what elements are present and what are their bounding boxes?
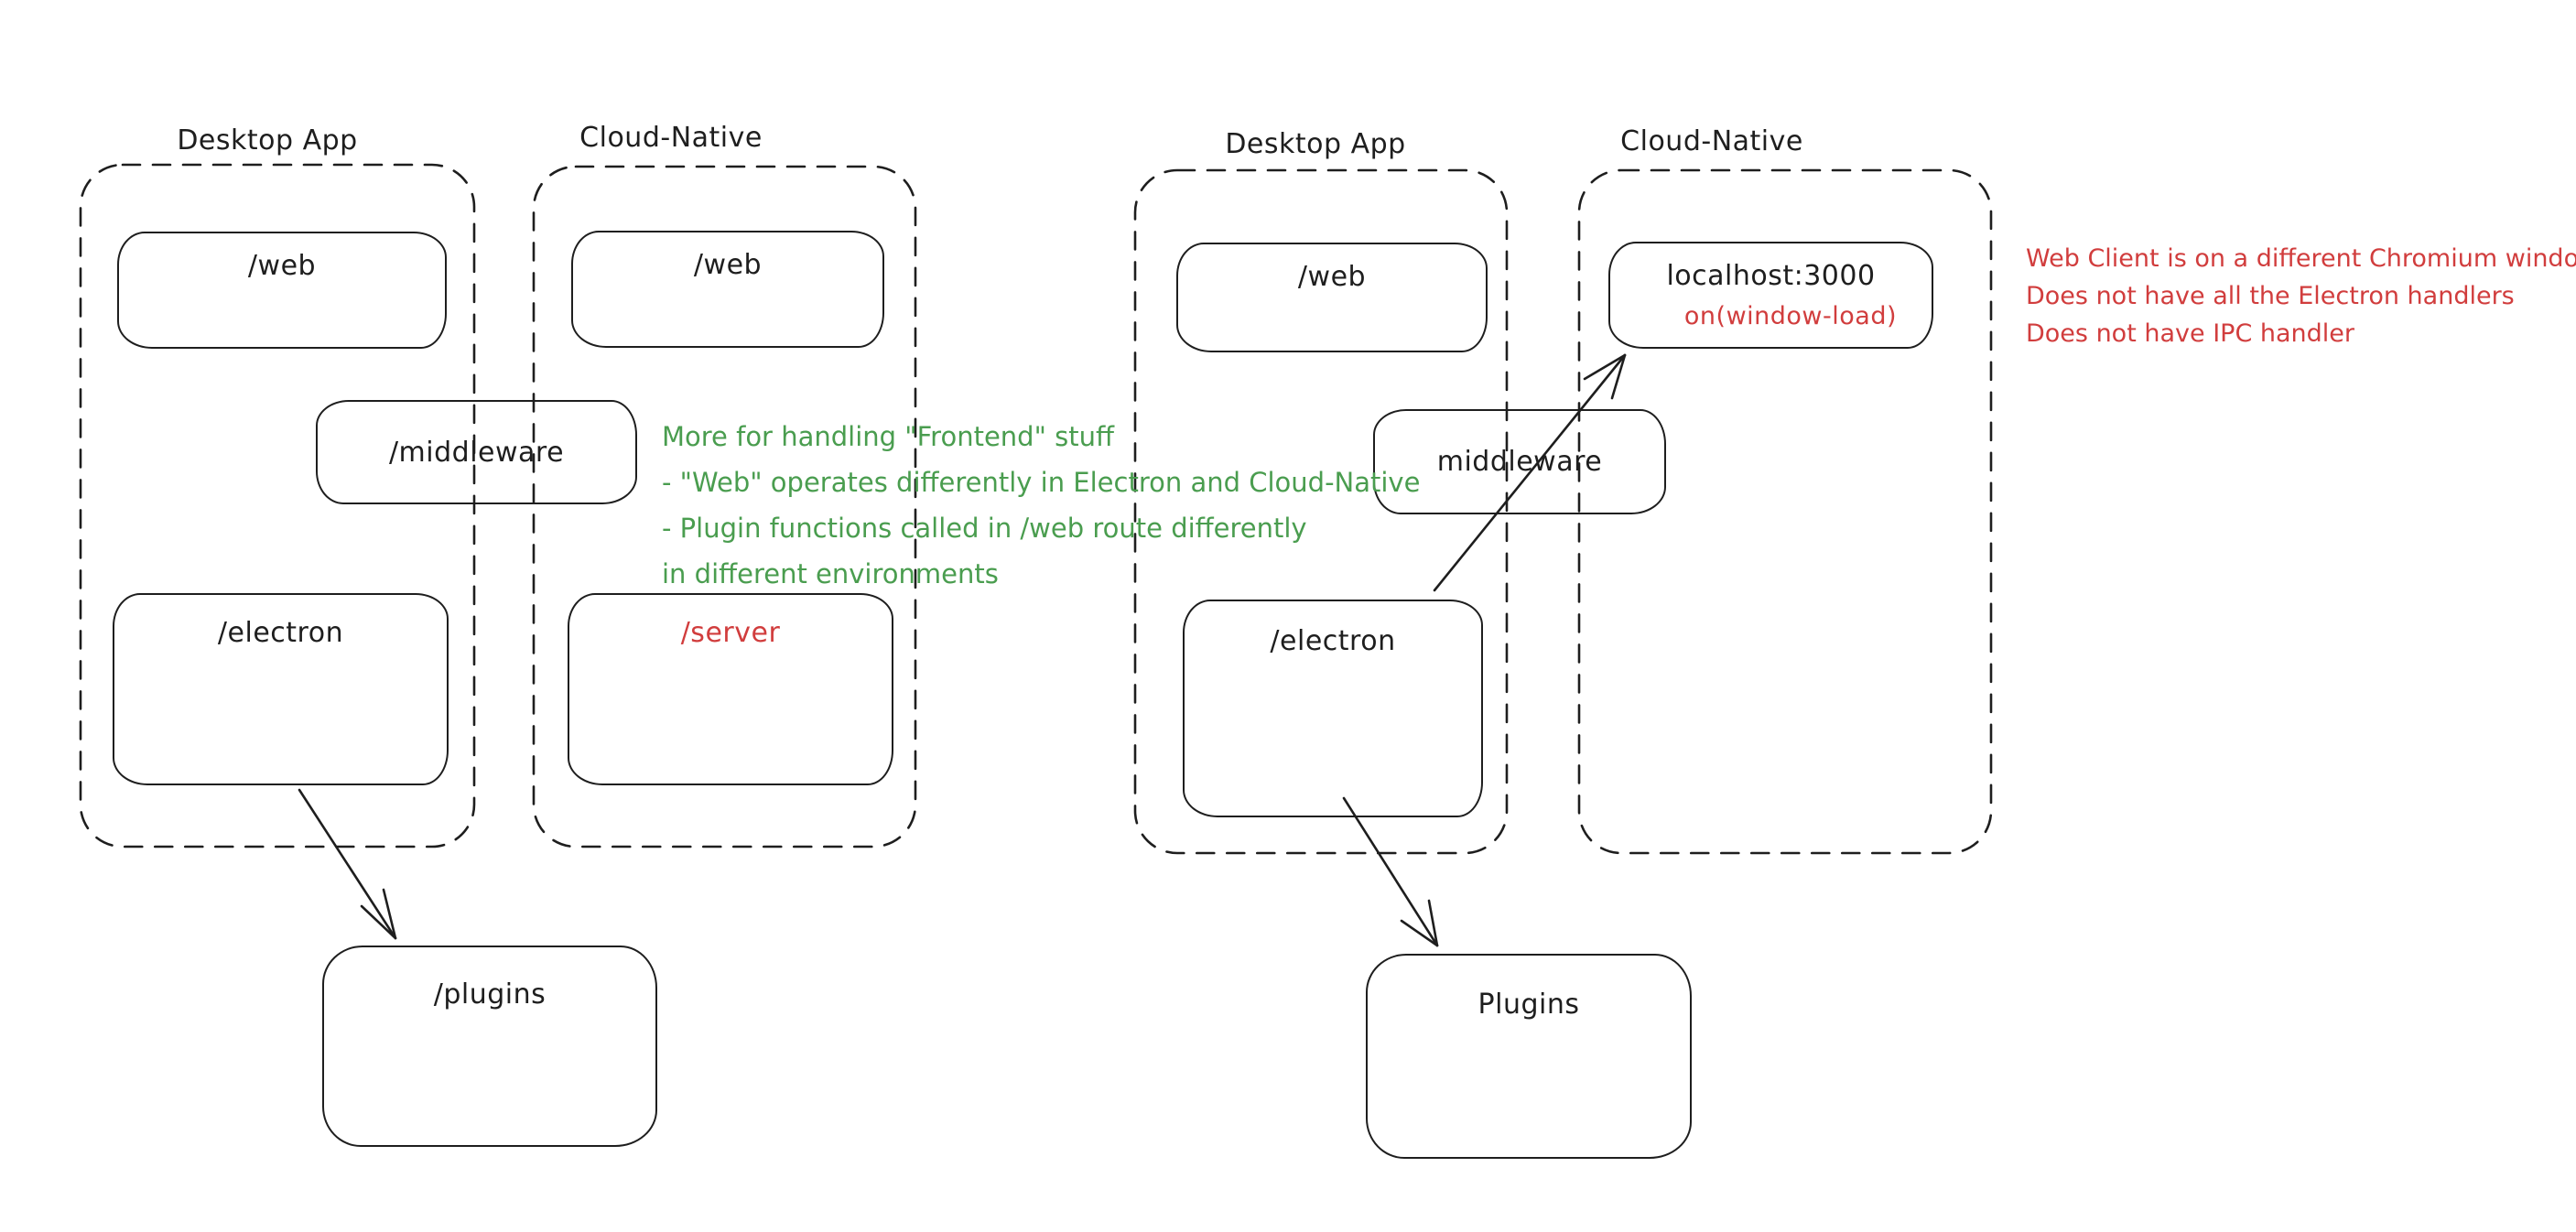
green-annotation[interactable]: More for handling "Frontend" stuff - "We… — [662, 414, 1420, 597]
node-plugins-right[interactable]: Plugins — [1366, 954, 1692, 1159]
red-annotation-line: Web Client is on a different Chromium wi… — [2026, 244, 2576, 273]
red-annotation[interactable]: Web Client is on a different Chromium wi… — [2026, 240, 2576, 352]
left-desktop-app-container[interactable] — [79, 163, 476, 848]
node-middleware-right[interactable]: middleware — [1373, 409, 1666, 514]
node-localhost-sub-label: on(window-load) — [1683, 302, 1897, 330]
left-cloud-native-title: Cloud-Native — [579, 122, 763, 154]
node-middleware-left-label: /middleware — [388, 436, 565, 469]
green-annotation-line: - "Web" operates differently in Electron… — [662, 467, 1421, 498]
right-cloud-native-container[interactable] — [1577, 168, 1993, 855]
node-middleware-left[interactable]: /middleware — [316, 400, 637, 504]
node-middleware-right-label: middleware — [1436, 446, 1603, 478]
node-web-left-cloud[interactable]: /web — [571, 231, 884, 348]
green-annotation-line: - Plugin functions called in /web route … — [662, 513, 1307, 544]
green-annotation-line: More for handling "Frontend" stuff — [662, 421, 1114, 452]
right-desktop-app-title: Desktop App — [1225, 128, 1406, 160]
node-localhost-label: localhost:3000 — [1666, 260, 1876, 292]
node-web-right-desktop-label: /web — [1297, 261, 1367, 293]
node-electron-left[interactable]: /electron — [113, 593, 449, 785]
node-web-left-desktop[interactable]: /web — [117, 232, 447, 349]
node-server-left[interactable]: /server — [568, 593, 893, 785]
node-localhost-right[interactable]: localhost:3000 on(window-load) — [1608, 242, 1933, 349]
left-desktop-app-title: Desktop App — [177, 124, 358, 157]
arrow-electron-to-plugins-right[interactable] — [1342, 796, 1439, 947]
arrow-electron-to-localhost[interactable] — [1433, 353, 1627, 592]
right-cloud-native-title: Cloud-Native — [1620, 125, 1803, 157]
arrow-electron-to-plugins-left[interactable] — [298, 788, 397, 940]
red-annotation-line: Does not have IPC handler — [2026, 319, 2355, 348]
node-server-left-label: /server — [680, 617, 781, 649]
node-electron-right-label: /electron — [1270, 625, 1396, 657]
node-plugins-right-label: Plugins — [1477, 989, 1580, 1021]
node-electron-left-label: /electron — [217, 617, 344, 649]
node-web-left-cloud-label: /web — [693, 249, 763, 281]
node-plugins-left-label: /plugins — [433, 978, 547, 1010]
node-web-right-desktop[interactable]: /web — [1176, 243, 1488, 352]
node-plugins-left[interactable]: /plugins — [322, 946, 657, 1147]
right-desktop-app-container[interactable] — [1133, 168, 1509, 855]
node-electron-right[interactable]: /electron — [1183, 600, 1483, 817]
red-annotation-line: Does not have all the Electron handlers — [2026, 282, 2515, 310]
node-web-left-desktop-label: /web — [247, 250, 317, 282]
green-annotation-line: in different environments — [662, 558, 999, 589]
